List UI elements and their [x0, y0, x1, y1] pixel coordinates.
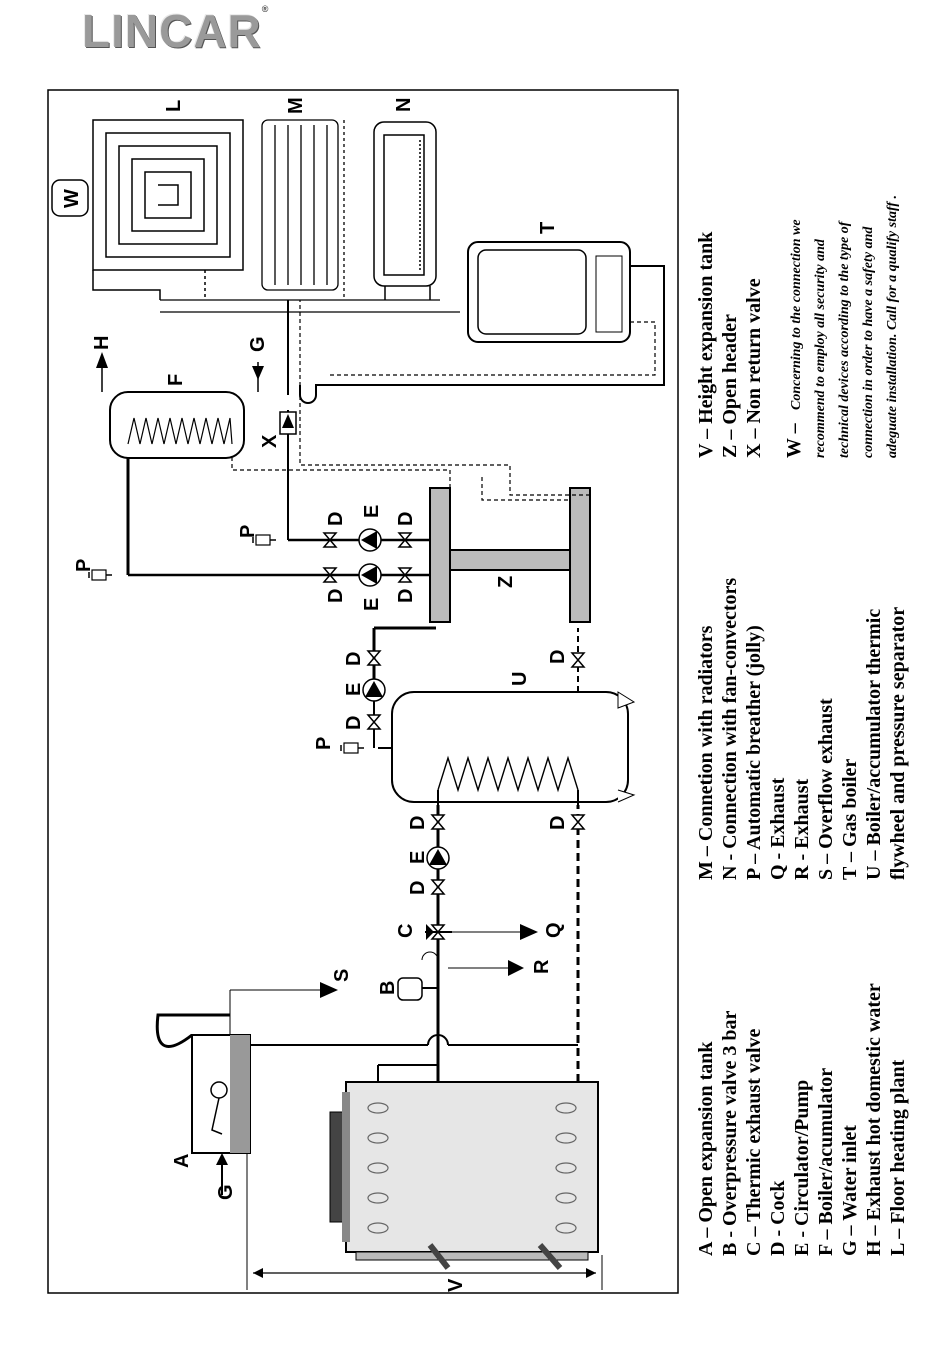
letter-E: E — [343, 683, 365, 696]
legend-item-r: R - Exhaust — [791, 779, 813, 880]
legend-item-u-cont: flywheel and pressure separator — [887, 607, 909, 880]
boiler-unit — [329, 1081, 599, 1270]
letter-D: D — [325, 589, 347, 603]
accumulator-tank — [391, 691, 636, 805]
open-header — [429, 487, 591, 623]
gas-boiler — [299, 241, 665, 404]
note-line-2: recommend to employ all security and — [813, 238, 828, 458]
letter-D: D — [407, 816, 429, 830]
note-prefix: W – — [783, 422, 805, 458]
letter-C: C — [395, 924, 417, 938]
legend-column-3: V – Height expansion tank Z – Open heade… — [695, 231, 765, 458]
lincar-logo: LINCAR® — [82, 4, 270, 57]
domestic-hot-water-boiler — [96, 352, 264, 459]
letter-D: D — [395, 589, 417, 603]
legend-item-q: Q - Exhaust — [767, 777, 789, 880]
letter-M: M — [285, 97, 307, 114]
legend-item-g: G – Water inlet — [839, 1125, 861, 1256]
overpressure-valve — [397, 951, 524, 1001]
letter-D: D — [395, 512, 417, 526]
floor-heating-plant — [92, 119, 244, 300]
safety-note: W – Concerning to the connection we reco… — [783, 195, 900, 458]
legend-item-n: N - Connection with fan-convectors — [719, 578, 741, 880]
letter-H: H — [91, 336, 113, 350]
letter-S: S — [331, 969, 353, 982]
thermic-exhaust-valve — [425, 924, 538, 940]
letter-Z: Z — [495, 576, 517, 588]
letter-D: D — [343, 652, 365, 666]
letter-N: N — [393, 98, 415, 112]
letter-D: D — [343, 716, 365, 730]
legend-item-l: L – Floor heating plant — [887, 1059, 909, 1256]
note-line-5: adeguate installation. Call for a qualif… — [885, 195, 900, 458]
legend-item-v: V – Height expansion tank — [695, 231, 717, 458]
legend-item-u: U – Boiler/accumulator thermic — [863, 609, 885, 880]
legend-column-2: M – Connetion with radiators N - Connect… — [695, 578, 909, 880]
letter-W: W — [61, 189, 83, 208]
letter-E: E — [361, 505, 383, 518]
letter-B: B — [377, 981, 399, 995]
letter-D: D — [407, 881, 429, 895]
component-letters: A G S B C R Q D E D D U P D E D D Z D E … — [61, 97, 569, 1292]
letter-X: X — [259, 434, 281, 448]
letter-E: E — [407, 851, 429, 864]
legend-item-z: Z – Open header — [719, 314, 741, 458]
legend-item-p: P – Automatic breather (jolly) — [743, 625, 765, 880]
legend-item-a: A – Open expansion tank — [695, 1041, 717, 1256]
fan-convector-circuit — [373, 121, 437, 300]
letter-U: U — [509, 672, 531, 686]
non-return-valve — [279, 411, 297, 435]
letter-D: D — [547, 650, 569, 664]
legend-item-d: D - Cock — [767, 1180, 789, 1256]
legend-item-s: S – Overflow exhaust — [815, 698, 837, 880]
letter-Q: Q — [543, 922, 565, 938]
legend-item-x: X – Non return valve — [743, 278, 765, 458]
letter-R: R — [531, 959, 553, 974]
letter-T: T — [537, 222, 559, 234]
letter-G: G — [215, 1184, 237, 1200]
letter-D: D — [547, 816, 569, 830]
open-expansion-tank — [155, 982, 338, 1195]
note-line-4: connection in order to have a safety and — [861, 226, 876, 458]
letter-A: A — [171, 1154, 193, 1168]
primary-circuit — [250, 805, 580, 1082]
letter-V: V — [445, 1278, 467, 1292]
letter-G: G — [247, 336, 269, 352]
legend-item-m: M – Connetion with radiators — [695, 625, 717, 880]
note-line-3: technical devices according to the type … — [837, 220, 852, 458]
letter-P: P — [237, 525, 259, 538]
legend-column-1: A – Open expansion tank B - Overpressure… — [695, 983, 909, 1256]
legend-item-h: H – Exhaust hot domestic water — [863, 983, 885, 1256]
legend-item-c: C – Thermic exhaust valve — [743, 1028, 765, 1256]
letter-E: E — [361, 598, 383, 611]
letter-P: P — [313, 737, 335, 750]
letter-D: D — [325, 512, 347, 526]
legend-item-f: F – Boiler/acumulator — [815, 1068, 837, 1256]
legend-item-e: E - Circulator/Pump — [791, 1080, 813, 1256]
letter-P: P — [73, 559, 95, 572]
letter-F: F — [165, 374, 187, 386]
w-badge — [51, 179, 89, 217]
note-line-1: Concerning to the connection we — [789, 219, 804, 410]
radiator-circuit — [261, 119, 345, 300]
diagram-frame — [47, 89, 679, 1294]
letter-L: L — [163, 100, 185, 112]
legend-item-b: B - Overpressure valve 3 bar — [719, 1011, 741, 1256]
legend-item-t: T – Gas boiler — [839, 759, 861, 880]
legend: A – Open expansion tank B - Overpressure… — [695, 195, 909, 1256]
